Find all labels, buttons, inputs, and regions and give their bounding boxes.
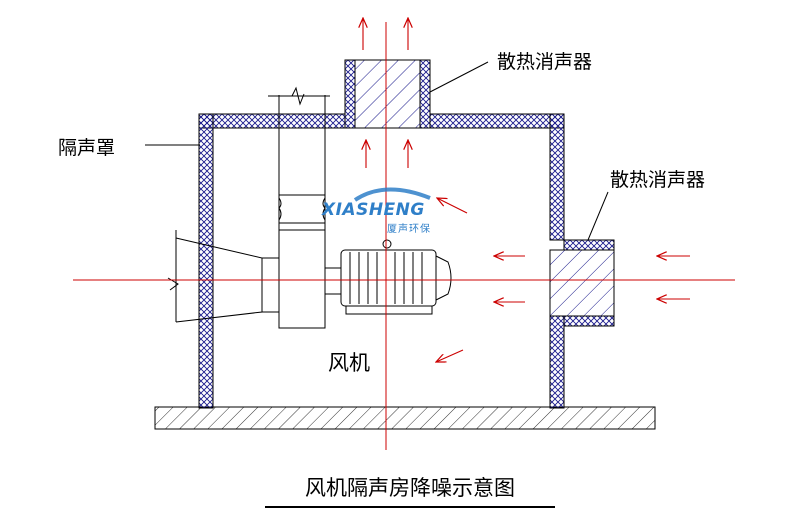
top-silencer-label: 散热消声器 xyxy=(497,51,593,73)
side-silencer-label: 散热消声器 xyxy=(610,169,706,191)
enclosure-walls xyxy=(198,59,615,409)
fan-label: 风机 xyxy=(328,351,370,375)
ground-slab xyxy=(154,406,656,430)
inlet-cone xyxy=(167,230,280,323)
logo-mark xyxy=(353,187,431,202)
diagram-title: 风机隔声房降噪示意图 xyxy=(265,472,555,508)
leader-lines xyxy=(145,61,609,241)
motor xyxy=(324,239,452,315)
logo-subtitle: 厦声环保 xyxy=(387,224,431,235)
side-silencer xyxy=(549,249,615,317)
enclosure-label: 隔声罩 xyxy=(58,137,116,159)
logo-brand: XIASHENG xyxy=(322,200,425,220)
center-lines xyxy=(73,22,735,450)
airflow-arrows xyxy=(363,18,690,362)
top-silencer xyxy=(354,59,421,129)
